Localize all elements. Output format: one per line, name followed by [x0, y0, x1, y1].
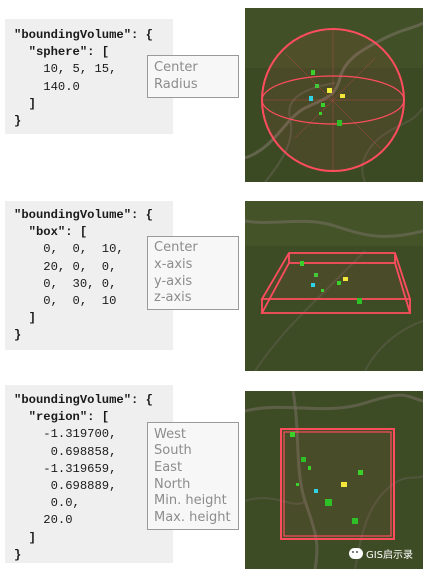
label-radius: Radius [154, 77, 198, 92]
label-box-region [147, 422, 239, 530]
code-line-close-bracket: ] [14, 530, 36, 545]
code-line-close-bracket: ] [14, 311, 36, 326]
label-west: West [154, 427, 186, 442]
code-line-value: 0, 0, 10, [14, 242, 124, 257]
code-line-key: "region": [ [14, 410, 110, 425]
code-line-value: 0.698889, [14, 479, 117, 494]
code-block-region: "boundingVolume": { "region": [ -1.31970… [14, 392, 153, 564]
label-east: East [154, 460, 183, 475]
sphere-bounding-volume-illustration [245, 8, 423, 182]
code-panel-sphere [5, 19, 173, 134]
label-x-axis: x-axis [154, 257, 193, 272]
code-line-open: "boundingVolume": { [14, 208, 153, 222]
code-panel-box [5, 201, 173, 350]
code-line-value: 0, 30, 0, [14, 276, 117, 291]
code-line-value: 0, 0, 10 [14, 294, 117, 309]
code-line-value: 20.0 [14, 513, 73, 528]
code-line-close-brace: } [14, 328, 22, 343]
label-center: Center [154, 240, 198, 255]
label-min-height: Min. height [154, 493, 227, 508]
code-line-value: 140.0 [14, 79, 80, 94]
wechat-icon [348, 548, 363, 559]
code-line-close-brace: } [14, 114, 22, 129]
label-y-axis: y-axis [154, 274, 193, 289]
code-line-close-brace: } [14, 547, 22, 562]
code-line-key: "sphere": [ [14, 45, 110, 60]
terrain-sphere-image [245, 8, 423, 182]
code-line-value: 10, 5, 15, [14, 62, 117, 77]
watermark-text: GIS启示录 [365, 550, 413, 561]
label-north: North [154, 477, 191, 492]
label-max-height: Max. height [154, 510, 231, 525]
terrain-box-image [245, 201, 423, 371]
box-bounding-volume-illustration [245, 201, 423, 371]
label-box-box [147, 236, 239, 310]
label-south: South [154, 443, 192, 458]
watermark: GIS启示录 [348, 546, 413, 561]
code-line-value: 20, 0, 0, [14, 259, 117, 274]
code-panel-region [5, 385, 173, 563]
code-block-box: "boundingVolume": { "box": [ 0, 0, 10, 2… [14, 207, 153, 345]
code-line-open: "boundingVolume": { [14, 28, 153, 42]
code-line-value: -1.319700, [14, 427, 117, 442]
code-line-value: 0.698858, [14, 444, 117, 459]
label-z-axis: z-axis [154, 290, 192, 305]
code-line-close-bracket: ] [14, 96, 36, 111]
code-line-key: "box": [ [14, 225, 88, 240]
region-bounding-volume-illustration [245, 391, 423, 569]
code-line-value: -1.319659, [14, 461, 117, 476]
code-line-open: "boundingVolume": { [14, 393, 153, 407]
terrain-region-image: GIS启示录 [245, 391, 423, 569]
code-block-sphere: "boundingVolume": { "sphere": [ 10, 5, 1… [14, 27, 153, 130]
label-box-sphere [147, 55, 239, 98]
code-line-value: 0.0, [14, 496, 80, 511]
label-center: Center [154, 60, 198, 75]
